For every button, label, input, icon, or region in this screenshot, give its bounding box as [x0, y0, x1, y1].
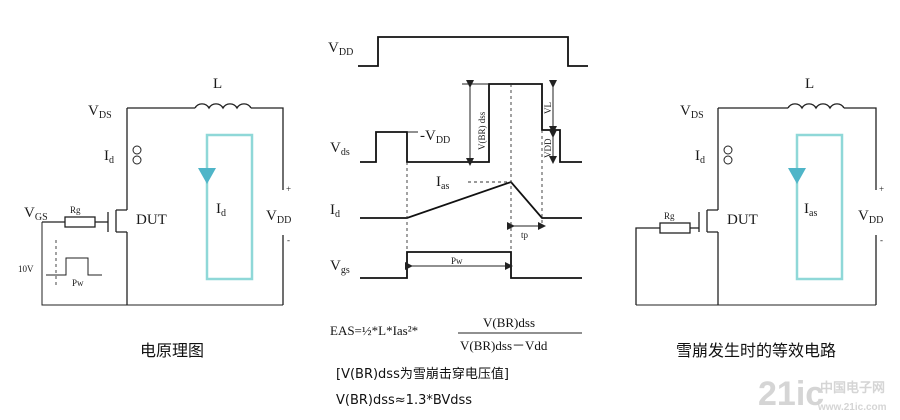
left-probe-bottom — [132, 155, 142, 165]
wave-vl-label: VL — [543, 102, 553, 114]
right-probe-top — [723, 145, 733, 155]
left-vds-label: VDS — [88, 103, 112, 121]
left-id-label: Id — [104, 148, 114, 166]
left-pulse-amp: 10V — [18, 264, 34, 274]
right-vdd-label: VDD — [858, 208, 883, 226]
right-loop-current-label: Ias — [804, 201, 817, 219]
right-loop-arrow-icon — [788, 168, 806, 184]
left-inductor — [194, 103, 252, 110]
watermark-brand: 21ic — [758, 375, 824, 413]
right-inductor-label: L — [805, 76, 814, 92]
right-circuit: VDS L + VDD - Id DUT Rg Ias 雪崩发生时的等效电路 — [635, 76, 884, 360]
left-probe-top — [132, 145, 142, 155]
formula-denominator: V(BR)dss－Vdd — [460, 338, 548, 353]
right-vds-label: VDS — [680, 103, 704, 121]
waveforms: VDD Vds -VDD V(BR) dss VL VDD Ias Id tp … — [328, 36, 588, 279]
left-minus: - — [287, 235, 290, 245]
right-inductor — [787, 103, 845, 110]
wave-vbr-label: V(BR) dss — [477, 111, 487, 150]
left-plus: + — [286, 184, 291, 194]
right-rg-resistor — [659, 222, 691, 234]
wave-id-label: Id — [330, 202, 340, 220]
left-current-loop — [205, 133, 254, 281]
wave-vds-label: Vds — [330, 140, 350, 158]
wave-tp-label: tp — [521, 230, 529, 240]
wave-ias-label: Ias — [436, 174, 449, 192]
left-top-wire-b — [251, 107, 284, 190]
right-caption: 雪崩发生时的等效电路 — [676, 341, 836, 360]
wave-vgs-trace — [360, 251, 582, 279]
wave-vdd-label: VDD — [328, 40, 353, 58]
right-plus: + — [879, 184, 884, 194]
right-rg-label: Rg — [664, 211, 675, 221]
right-top-wire-b — [844, 107, 877, 190]
left-loop-arrow-icon — [198, 168, 216, 184]
right-current-loop — [795, 133, 844, 281]
formula-note-breakdown: [V(BR)dss为雪崩击穿电压值] — [336, 366, 509, 382]
watermark-logo: 21ic 中国电子网 www.21ic.com — [758, 375, 887, 413]
formula-lhs: EAS=½*L*Ias²* — [330, 323, 418, 338]
watermark-site: 中国电子网 — [820, 380, 885, 395]
formula-numerator: V(BR)dss — [483, 315, 535, 330]
right-dut-label: DUT — [727, 212, 758, 228]
left-mosfet — [107, 209, 127, 233]
left-loop-current-label: Id — [216, 201, 226, 219]
right-probe-bottom — [723, 155, 733, 165]
left-rg-resistor — [64, 216, 96, 228]
wave-vdd-small-label: VDD — [543, 138, 553, 158]
right-gate-wire-a — [635, 227, 660, 305]
left-pulse-symbol — [46, 257, 102, 276]
left-vdd-label: VDD — [266, 208, 291, 226]
left-caption: 电原理图 — [140, 341, 204, 360]
left-vgs-label: VGS — [24, 205, 48, 223]
wave-neg-vdd-label: -VDD — [420, 128, 450, 146]
right-minus: - — [880, 235, 883, 245]
wave-pw-label: Pw — [451, 256, 463, 266]
left-dut-label: DUT — [136, 212, 167, 228]
wave-vgs-label: Vgs — [330, 258, 350, 276]
formula-note-approx: V(BR)dss≈1.3*BVdss — [336, 393, 472, 408]
right-id-label: Id — [695, 148, 705, 166]
left-inductor-label: L — [213, 76, 222, 92]
left-bottom-wire — [41, 222, 283, 306]
right-mosfet — [698, 209, 718, 233]
watermark-url: www.21ic.com — [817, 402, 887, 413]
left-circuit: VDS L + VDD - Id DUT Rg VGS 10V Pw — [18, 76, 291, 360]
left-pulse-label: Pw — [72, 278, 84, 288]
wave-id-trace — [360, 180, 582, 219]
left-rg-label: Rg — [70, 205, 81, 215]
formula-block: EAS=½*L*Ias²* V(BR)dss V(BR)dss－Vdd [V(B… — [330, 315, 582, 408]
wave-vdd-trace — [358, 36, 588, 67]
